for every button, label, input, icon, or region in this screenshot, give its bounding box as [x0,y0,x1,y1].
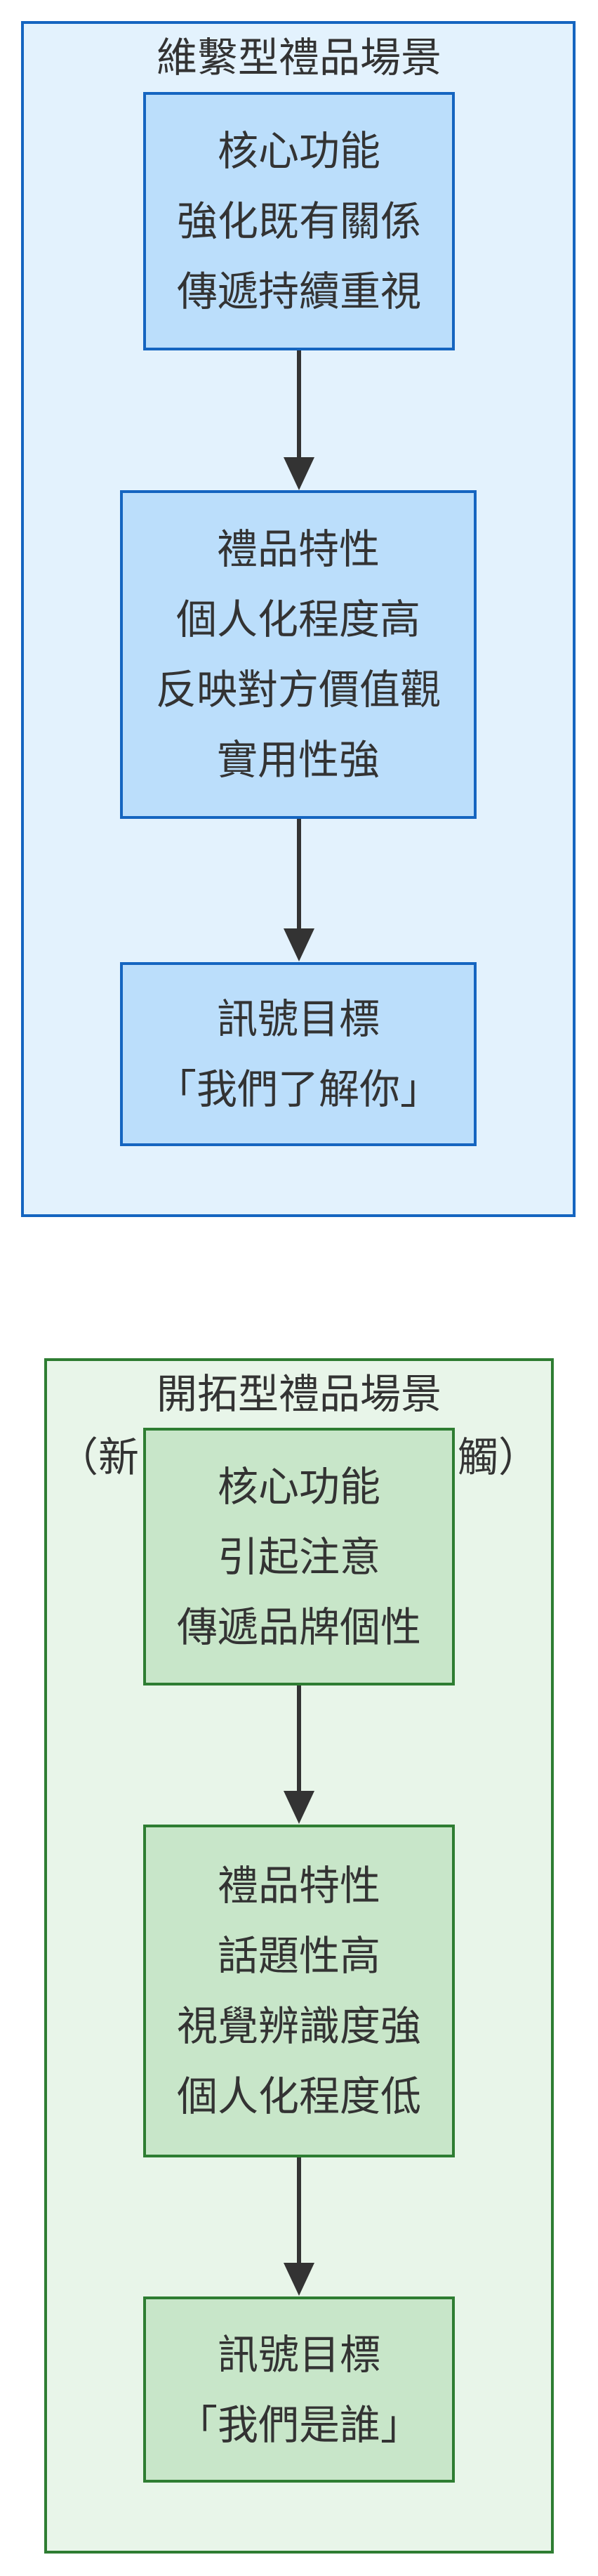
node-line: 核心功能 [217,1462,380,1511]
explore-cluster-title: 開拓型禮品場景 [156,1370,441,1418]
node-line: 強化既有關係 [176,197,421,245]
node-line: 個人化程度高 [175,596,420,643]
maintain-core-function-node: 核心功能 強化既有關係 傳遞持續重視 [143,92,455,350]
node-line: 話題性高 [217,1932,380,1980]
node-line: 反映對方價值觀 [155,666,441,714]
maintain-gift-traits-node: 禮品特性 個人化程度高 反映對方價值觀 實用性強 [120,490,477,819]
node-line: 個人化程度低 [176,2072,421,2120]
arrow-down [284,350,314,490]
explore-subtitle-left: （新 [58,1433,140,1481]
arrow-down [284,2157,314,2296]
node-line: 視覺辨識度強 [176,2002,421,2050]
node-line: 禮品特性 [217,1862,380,1910]
maintain-cluster-title: 維繫型禮品場景 [156,34,441,81]
explore-core-function-node: 核心功能 引起注意 傳遞品牌個性 [143,1428,455,1685]
node-line: 訊號目標 [217,2330,380,2379]
node-line: 傳遞品牌個性 [176,1603,421,1651]
node-line: 「我們是誰」 [176,2400,421,2449]
maintain-signal-target-node: 訊號目標 「我們了解你」 [120,962,477,1146]
arrow-down [284,819,314,961]
node-line: 「我們了解你」 [155,1065,441,1113]
explore-gift-traits-node: 禮品特性 話題性高 視覺辨識度強 個人化程度低 [143,1825,455,2157]
explore-signal-target-node: 訊號目標 「我們是誰」 [143,2296,455,2483]
node-line: 訊號目標 [216,995,380,1043]
explore-subtitle-right: 觸） [458,1433,540,1481]
node-line: 實用性強 [216,736,380,784]
node-line: 核心功能 [217,127,380,175]
node-line: 傳遞持續重視 [176,268,421,315]
node-line: 禮品特性 [216,525,380,573]
arrow-down [284,1685,314,1824]
node-line: 引起注意 [217,1532,380,1581]
